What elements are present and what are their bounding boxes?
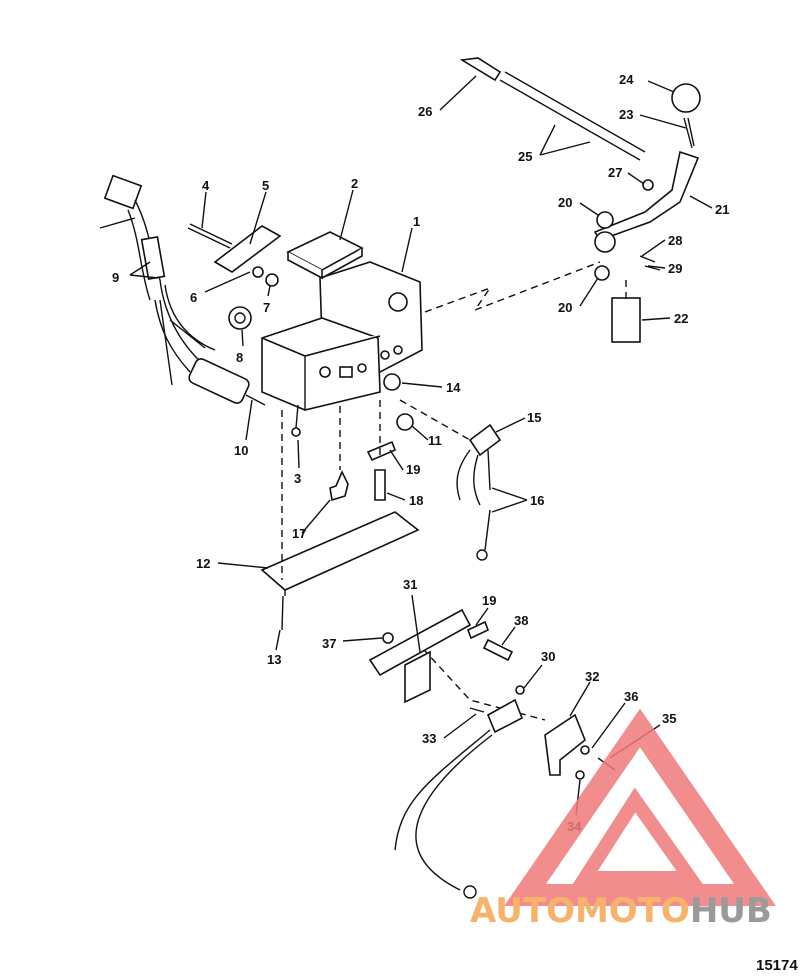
screw-4 — [187, 223, 233, 249]
callout-labels: 1 2 3 4 5 6 7 8 9 10 11 12 13 14 15 16 1… — [112, 72, 729, 834]
shift-lever — [459, 57, 701, 343]
callout-14: 14 — [446, 380, 461, 395]
callout-9: 9 — [112, 270, 119, 285]
callout-8: 8 — [236, 350, 243, 365]
bracket-assembly — [368, 608, 616, 899]
callout-15: 15 — [527, 410, 541, 425]
callout-7: 7 — [263, 300, 270, 315]
callout-24: 24 — [619, 72, 634, 87]
callout-4: 4 — [202, 178, 210, 193]
watermark-logo — [504, 708, 776, 906]
callout-21: 21 — [715, 202, 729, 217]
callout-19b: 19 — [482, 593, 496, 608]
callout-5: 5 — [262, 178, 269, 193]
grommet-8 — [228, 306, 252, 330]
nut-7 — [265, 273, 279, 287]
callout-2: 2 — [351, 176, 358, 191]
callout-20b: 20 — [558, 300, 572, 315]
bolt-38 — [482, 638, 514, 662]
micro-switch — [486, 698, 524, 734]
base-plate-12 — [260, 511, 420, 591]
clip-17 — [329, 470, 349, 502]
callout-27: 27 — [608, 165, 622, 180]
callout-19: 19 — [406, 462, 420, 477]
callout-22: 22 — [674, 311, 688, 326]
logo-triangle — [504, 708, 776, 906]
callout-33: 33 — [422, 731, 436, 746]
callout-13: 13 — [267, 652, 281, 667]
leader-lines — [129, 75, 713, 816]
control-box — [261, 261, 423, 411]
switch-15 — [456, 423, 502, 561]
bracket-32 — [544, 713, 586, 776]
callout-29: 29 — [668, 261, 682, 276]
callout-1: 1 — [413, 214, 420, 229]
washer-19b — [466, 620, 490, 640]
callout-35: 35 — [662, 711, 676, 726]
cover-plate — [286, 231, 364, 280]
callout-28: 28 — [668, 233, 682, 248]
callout-32: 32 — [585, 669, 599, 684]
washer-3 — [291, 427, 301, 437]
nut-6 — [252, 266, 264, 278]
callout-23: 23 — [619, 107, 633, 122]
callout-11: 11 — [428, 433, 442, 448]
nut-11 — [396, 413, 414, 431]
callout-30: 30 — [541, 649, 555, 664]
callout-18: 18 — [409, 493, 423, 508]
nut-37 — [382, 632, 394, 644]
watermark-text: AUTOMOTOHUB — [470, 891, 772, 931]
callout-17: 17 — [292, 526, 306, 541]
plate-5 — [213, 225, 282, 273]
callout-25: 25 — [518, 149, 532, 164]
callout-31: 31 — [403, 577, 417, 592]
callout-6: 6 — [190, 290, 197, 305]
callout-16: 16 — [530, 493, 544, 508]
callout-37: 37 — [322, 636, 336, 651]
callout-38: 38 — [514, 613, 528, 628]
callout-12: 12 — [196, 556, 210, 571]
callout-26: 26 — [418, 104, 432, 119]
logo-inner-triangle — [572, 787, 704, 885]
callout-10: 10 — [234, 443, 248, 458]
callout-36: 36 — [624, 689, 638, 704]
figure-number: 15174 — [756, 957, 798, 974]
washer-19a — [366, 440, 397, 462]
screw-18 — [374, 469, 386, 501]
callout-3: 3 — [294, 471, 301, 486]
wire-harness — [99, 174, 266, 406]
knob-14 — [383, 373, 401, 391]
callout-20a: 20 — [558, 195, 572, 210]
